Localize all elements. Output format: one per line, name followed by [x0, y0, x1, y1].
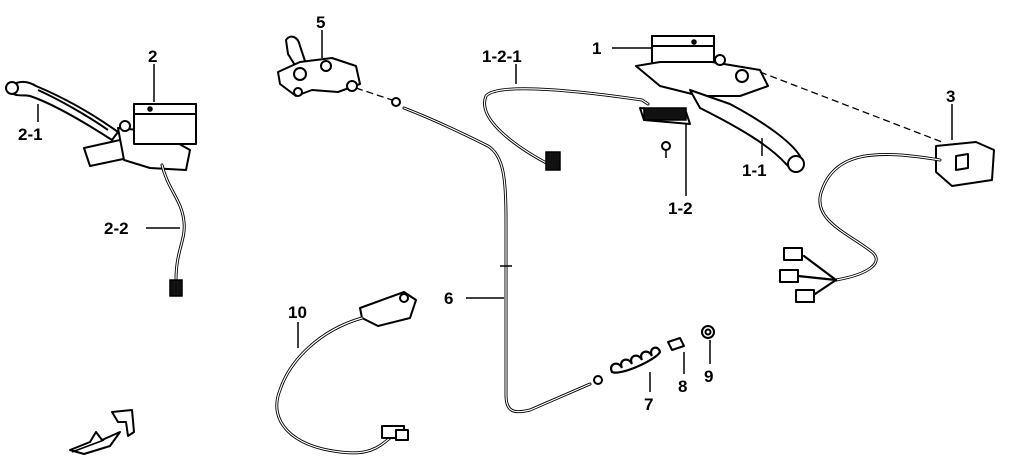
- handlebar-switch-assembly: [779, 141, 995, 303]
- callout-1-2-1: 1-2-1: [482, 47, 522, 84]
- callout-1: 1: [592, 39, 652, 58]
- callout-1-label: 1: [592, 39, 601, 58]
- callout-1-2-1-label: 1-2-1: [482, 47, 522, 66]
- callout-1-2: 1-2: [668, 124, 693, 218]
- callout-2: 2: [148, 47, 157, 102]
- callout-8: 8: [678, 352, 687, 396]
- front-direction-arrow-icon: [69, 409, 135, 455]
- callout-9-label: 9: [704, 367, 713, 386]
- callout-10-label: 10: [288, 303, 307, 322]
- screw-part: [667, 337, 685, 351]
- callout-7: 7: [644, 372, 653, 414]
- callout-6-label: 6: [444, 289, 453, 308]
- brake-cable: [355, 87, 603, 414]
- callout-6: 6: [444, 289, 504, 308]
- callout-2-label: 2: [148, 47, 157, 66]
- callout-3: 3: [946, 87, 955, 140]
- switch-harness: [275, 291, 417, 455]
- parking-lever-bracket: [277, 35, 361, 97]
- callout-2-2: 2-2: [104, 219, 180, 238]
- spring-part: [610, 346, 662, 374]
- left-brake-lever-assembly: [5, 80, 197, 297]
- callout-9: 9: [704, 340, 713, 386]
- nut-part: [701, 325, 715, 339]
- callout-3-label: 3: [946, 87, 955, 106]
- callout-10: 10: [288, 303, 307, 348]
- callout-2-2-label: 2-2: [104, 219, 129, 238]
- callout-5-label: 5: [316, 13, 325, 32]
- callout-2-1-label: 2-1: [18, 125, 43, 144]
- callout-7-label: 7: [644, 395, 653, 414]
- callout-2-1: 2-1: [18, 104, 43, 144]
- callout-8-label: 8: [678, 377, 687, 396]
- callout-1-2-label: 1-2: [668, 199, 693, 218]
- callout-1-1-label: 1-1: [742, 161, 767, 180]
- brake-light-switch-assembly: [483, 87, 691, 171]
- right-brake-lever-assembly: [635, 35, 943, 173]
- callout-1-1: 1-1: [742, 138, 767, 180]
- callout-5: 5: [316, 13, 325, 58]
